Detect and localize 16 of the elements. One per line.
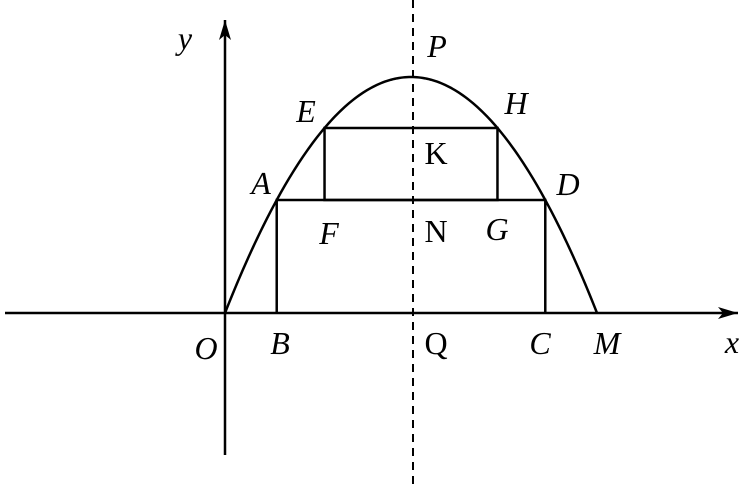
point-label: K [424, 137, 448, 169]
point-label: D [556, 168, 580, 200]
point-label: y [178, 22, 192, 54]
point-label: M [594, 327, 620, 359]
point-label: O [194, 332, 218, 364]
point-label: A [251, 167, 271, 199]
point-label: Q [424, 327, 448, 359]
point-label: F [319, 217, 339, 249]
point-label: G [485, 213, 509, 245]
point-label: C [529, 327, 551, 359]
point-label: P [427, 30, 447, 62]
point-label: x [724, 326, 740, 358]
point-label: E [296, 95, 316, 127]
point-label: B [270, 327, 290, 359]
point-label: N [424, 215, 448, 247]
point-label: H [504, 87, 528, 119]
